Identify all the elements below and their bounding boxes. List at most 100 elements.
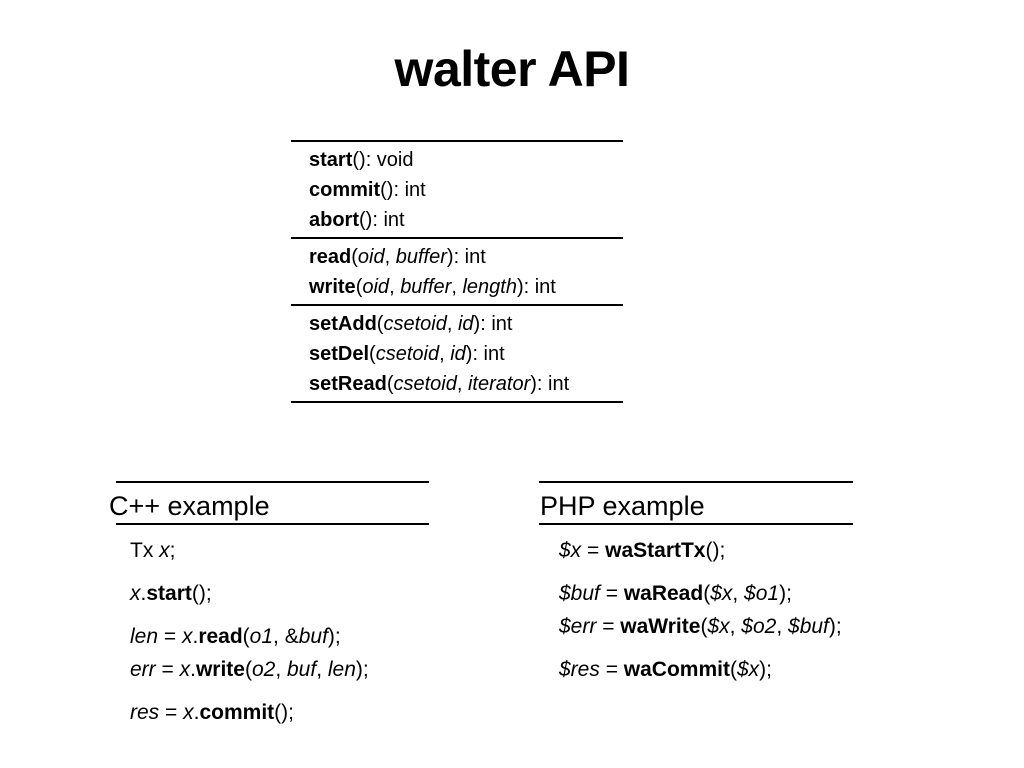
- api-method: read(oid, buffer): int: [309, 246, 486, 268]
- method-paren-open: (: [380, 179, 387, 201]
- method-return: ): int: [386, 179, 426, 201]
- code-keyword: waRead: [623, 582, 704, 605]
- code-variable: $x: [736, 658, 760, 681]
- api-group: setAdd(csetoid, id): int setDel(csetoid, …: [291, 304, 623, 401]
- code-line: $res = waCommit($x);: [559, 653, 842, 686]
- code-variable: $o1: [744, 582, 780, 605]
- api-group: read(oid, buffer): int write(oid, buffer,…: [291, 237, 623, 304]
- code-variable: o2: [251, 658, 276, 681]
- code-text: );: [828, 615, 842, 638]
- code-text: =: [159, 701, 184, 724]
- code-line: x.start();: [130, 577, 369, 610]
- code-text: Tx: [130, 539, 160, 562]
- method-param: iterator: [467, 373, 531, 395]
- method-param: buffer: [395, 246, 447, 268]
- code-line: Tx x;: [130, 534, 369, 567]
- method-param: id: [457, 313, 474, 335]
- code-text: =: [596, 615, 621, 638]
- api-method: commit(): int: [309, 175, 623, 205]
- code-text: =: [581, 539, 606, 562]
- php-example-header: PHP example: [539, 481, 853, 525]
- code-variable: err: [130, 658, 156, 681]
- code-text: .: [192, 625, 199, 648]
- code-variable: x: [181, 625, 193, 648]
- code-keyword: waStartTx: [605, 539, 706, 562]
- code-text: (: [703, 582, 711, 605]
- api-method: abort(): int: [309, 205, 623, 235]
- code-variable: $x: [707, 615, 730, 638]
- code-keyword: start: [146, 582, 192, 605]
- method-name: read: [309, 246, 352, 268]
- api-method: write(oid, buffer, length): int: [309, 276, 556, 298]
- method-name: commit: [309, 179, 381, 201]
- code-text: ,: [275, 658, 287, 681]
- method-name: setRead: [309, 373, 387, 395]
- code-group: res = x.commit();: [130, 696, 369, 729]
- code-variable: len: [130, 625, 159, 648]
- code-text: ,: [732, 582, 745, 605]
- code-text: (: [244, 658, 252, 681]
- code-keyword: commit: [199, 701, 275, 724]
- code-text: ;: [169, 539, 176, 562]
- code-variable: $buf: [559, 582, 600, 605]
- method-name: setAdd: [309, 313, 377, 335]
- code-variable: $err: [559, 615, 597, 638]
- code-variable: x: [179, 658, 191, 681]
- code-text: );: [779, 582, 792, 605]
- api-method: setDel(csetoid, id): int: [309, 343, 505, 365]
- api-method: setRead(csetoid, iterator): int: [309, 373, 570, 395]
- code-variable: len: [327, 658, 356, 681]
- method-return: ): int: [473, 313, 513, 335]
- code-line: $buf = waRead($x, $o1);: [559, 577, 842, 610]
- code-text: (: [700, 615, 708, 638]
- code-text: =: [155, 658, 180, 681]
- code-variable: x: [130, 582, 141, 605]
- code-group: $x = waStartTx();: [559, 534, 842, 567]
- code-variable: x: [183, 701, 194, 724]
- method-paren-open: (: [351, 246, 358, 268]
- code-variable: $buf: [788, 615, 829, 638]
- code-variable: $x: [710, 582, 733, 605]
- code-text: , &: [273, 625, 299, 648]
- code-text: =: [599, 658, 624, 681]
- method-paren-open: (: [376, 313, 384, 335]
- method-param: id: [450, 343, 466, 365]
- code-variable: $res: [559, 658, 600, 681]
- code-variable: $x: [559, 539, 582, 562]
- code-group: x.start();: [130, 577, 369, 610]
- code-keyword: read: [198, 625, 243, 648]
- code-text: =: [599, 582, 624, 605]
- method-paren-open: (: [369, 343, 376, 365]
- method-param: length: [462, 276, 517, 298]
- code-text: );: [355, 658, 369, 681]
- method-return: ): int: [465, 343, 505, 365]
- method-paren-open: (: [386, 373, 394, 395]
- slide-title: walter API: [394, 41, 630, 97]
- code-keyword: write: [195, 658, 245, 681]
- method-return: ): int: [516, 276, 556, 298]
- method-return: ): int: [365, 209, 405, 231]
- code-line: res = x.commit();: [130, 696, 369, 729]
- php-example-title: PHP example: [540, 491, 705, 521]
- code-text: .: [193, 701, 200, 724]
- code-text: ();: [705, 539, 726, 562]
- code-text: ,: [316, 658, 328, 681]
- code-text: .: [140, 582, 147, 605]
- method-name: abort: [309, 209, 359, 231]
- method-param: oid: [362, 276, 390, 298]
- method-param: csetoid: [393, 373, 457, 395]
- cpp-example-header: C++ example: [109, 481, 429, 525]
- code-text: );: [327, 625, 341, 648]
- cpp-example-code: Tx x;x.start();len = x.read(o1, &buf);er…: [130, 534, 369, 739]
- method-return: ): int: [530, 373, 570, 395]
- api-method: setAdd(csetoid, id): int: [309, 313, 513, 335]
- code-text: .: [190, 658, 196, 681]
- method-param: buffer: [400, 276, 452, 298]
- api-method: start(): void: [309, 145, 623, 175]
- code-text: ,: [776, 615, 789, 638]
- code-text: );: [759, 658, 772, 681]
- code-line: len = x.read(o1, &buf);: [130, 620, 369, 653]
- php-example-code: $x = waStartTx();$buf = waRead($x, $o1);…: [559, 534, 842, 696]
